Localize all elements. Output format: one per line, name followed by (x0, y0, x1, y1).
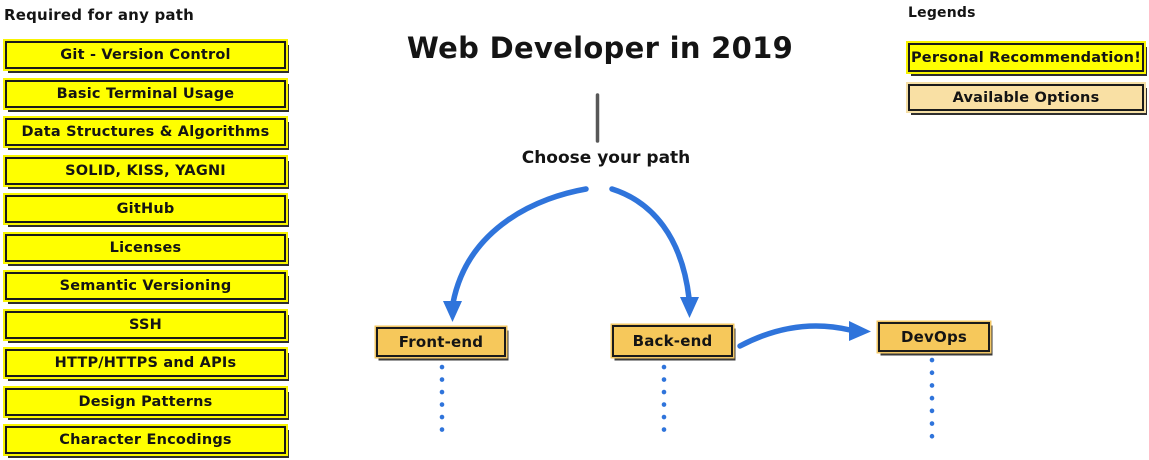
choose-path-label: Choose your path (521, 148, 691, 168)
required-item-solid-kiss-yagni: SOLID, KISS, YAGNI (5, 156, 286, 185)
required-item-github: GitHub (5, 195, 286, 223)
arrow-to-frontend (450, 186, 589, 306)
node-backend: Back-end (612, 325, 733, 357)
arrow-to-backend (609, 186, 692, 301)
required-section-heading: Required for any path (4, 6, 194, 24)
arrowhead-devops-icon (849, 321, 871, 341)
arrow-backend-to-devops (737, 323, 853, 349)
legend-personal-recommendation: Personal Recommendation! (908, 43, 1144, 72)
arrowhead-frontend-icon (443, 301, 462, 322)
legends-heading: Legends (908, 5, 976, 21)
required-item-git: Git - Version Control (5, 41, 286, 69)
required-item-data-structures: Data Structures & Algorithms (5, 118, 286, 146)
required-item-http: HTTP/HTTPS and APIs (5, 349, 286, 377)
required-items-list: Git - Version Control Basic Terminal Usa… (5, 41, 286, 454)
node-frontend: Front-end (376, 327, 506, 357)
required-item-licenses: Licenses (5, 233, 286, 262)
required-item-semver: Semantic Versioning (5, 272, 286, 300)
arrowhead-backend-icon (680, 297, 699, 318)
required-item-design-patterns: Design Patterns (5, 387, 286, 416)
node-devops: DevOps (878, 322, 990, 352)
required-item-ssh: SSH (5, 310, 286, 339)
legend-available-options: Available Options (908, 84, 1144, 111)
required-item-encodings: Character Encodings (5, 426, 286, 454)
page-title: Web Developer in 2019 (406, 31, 794, 65)
required-item-terminal: Basic Terminal Usage (5, 79, 286, 108)
